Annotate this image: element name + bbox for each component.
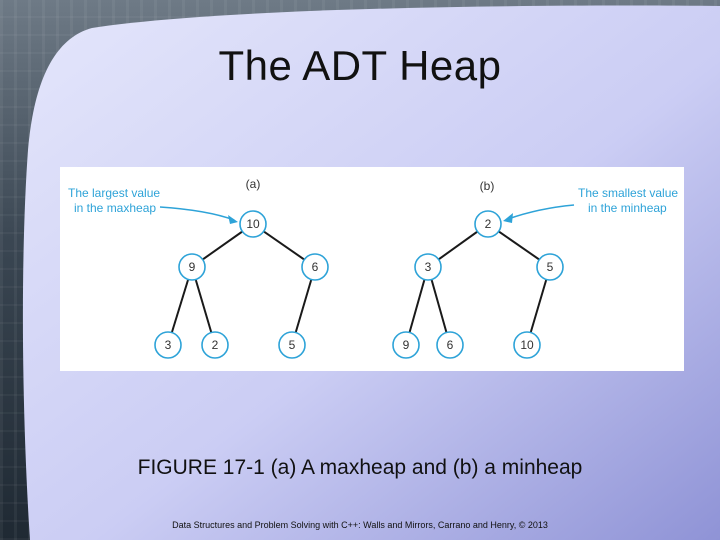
- svg-text:3: 3: [165, 338, 172, 352]
- minheap-node: 10: [513, 331, 541, 359]
- svg-text:9: 9: [403, 338, 410, 352]
- maxheap-node: 10: [239, 210, 267, 238]
- maxheap-callout-line-1: The largest value: [68, 186, 160, 200]
- maxheap-node: 6: [301, 253, 329, 281]
- maxheap-node: 3: [154, 331, 182, 359]
- svg-text:6: 6: [312, 260, 319, 274]
- maxheap-node: 9: [178, 253, 206, 281]
- svg-text:5: 5: [547, 260, 554, 274]
- maxheap-callout-line-2: in the maxheap: [74, 201, 156, 215]
- svg-text:2: 2: [212, 338, 219, 352]
- maxheap-label: (a): [246, 177, 261, 191]
- maxheap-node: 5: [278, 331, 306, 359]
- minheap-label: (b): [480, 179, 495, 193]
- minheap-node: 5: [536, 253, 564, 281]
- maxheap-node: 2: [201, 331, 229, 359]
- minheap-node: 9: [392, 331, 420, 359]
- slide-footer: Data Structures and Problem Solving with…: [172, 520, 548, 530]
- minheap-node: 6: [436, 331, 464, 359]
- svg-text:10: 10: [520, 338, 534, 352]
- maxheap-callout-arrow: [159, 206, 235, 221]
- svg-text:2: 2: [485, 217, 492, 231]
- minheap-arrowhead: [503, 213, 513, 223]
- heap-figure: 10 9 6 3 2 5: [60, 167, 684, 371]
- svg-text:5: 5: [289, 338, 296, 352]
- figure-caption: FIGURE 17-1 (a) A maxheap and (b) a minh…: [137, 456, 583, 479]
- minheap-edges: [405, 223, 551, 346]
- minheap-node: 3: [414, 253, 442, 281]
- svg-text:9: 9: [189, 260, 196, 274]
- minheap-callout-arrow: [507, 204, 575, 220]
- minheap-callout-line-1: The smallest value: [578, 186, 678, 200]
- minheap-callout-line-2: in the minheap: [588, 201, 667, 215]
- slide-title: The ADT Heap: [218, 42, 502, 89]
- svg-text:6: 6: [447, 338, 454, 352]
- minheap-node: 2: [474, 210, 502, 238]
- svg-text:3: 3: [425, 260, 432, 274]
- svg-text:10: 10: [246, 217, 260, 231]
- maxheap-arrowhead: [228, 215, 238, 224]
- maxheap-edges: [167, 223, 316, 346]
